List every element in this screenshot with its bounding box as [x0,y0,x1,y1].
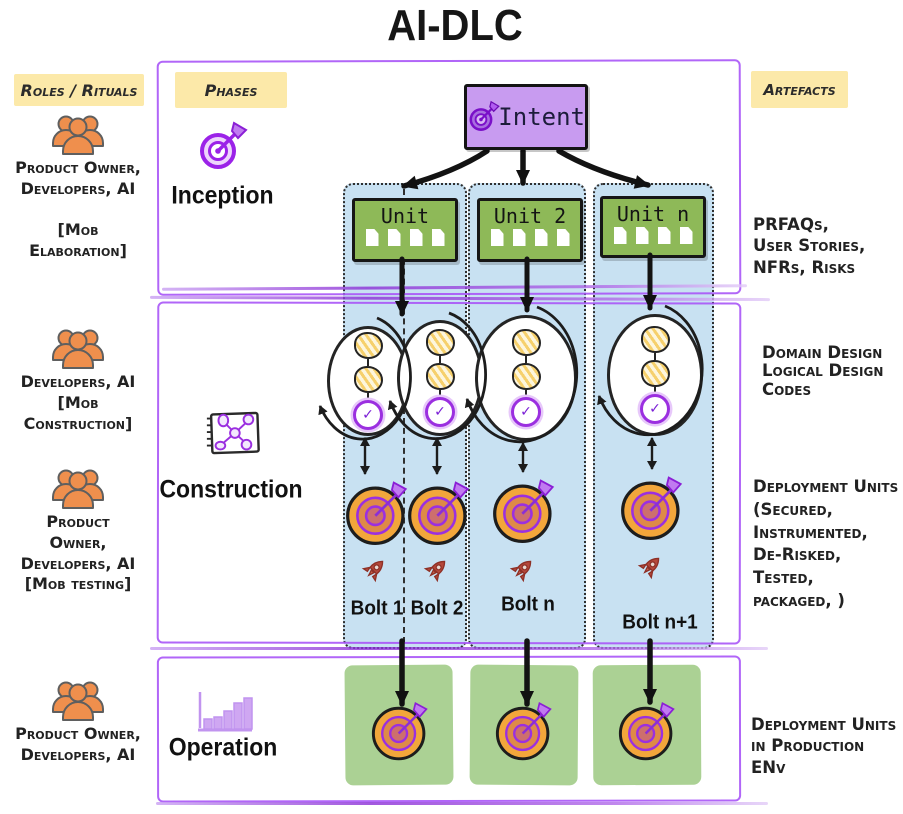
artefacts-header: Artefacts [751,71,848,108]
document-icon [613,227,627,244]
document-icon [409,229,423,246]
story-item-icon [640,360,670,387]
deployment-target-icon [493,479,555,544]
chain-link [366,393,370,400]
story-item-icon [353,366,383,393]
artefact-inception: PRFAQs, User Stories, NFRs, Risks [753,215,866,277]
role-text: Product Owner, Developers, AI [15,724,141,764]
document-icon [534,229,548,246]
check-circle-icon: ✓ [353,400,383,430]
bar-chart-icon [198,692,253,732]
chain-link [366,359,370,366]
unit-docs [490,229,570,246]
unit-box-n: Unit n [600,196,706,258]
bolt-label-n: Bolt n [501,593,555,616]
deployment-target-icon [371,701,428,761]
story-item-icon [511,363,541,390]
chain-link [524,356,528,363]
people-group-icon [52,115,104,155]
check-circle-icon: ✓ [511,397,541,427]
rocket-icon [637,557,660,580]
rocket-icon [423,560,446,583]
story-chain-oval: ✓ [475,315,577,441]
page-title: AI-DLC [387,2,523,50]
unit-docs [365,229,445,246]
story-item-icon [353,332,383,359]
people-group-icon [52,469,104,509]
rocket-icon [509,560,532,583]
rocket-icon [361,560,384,583]
intent-to-unit-arrows [401,148,651,190]
document-icon [556,229,570,246]
check-circle-icon: ✓ [640,394,670,424]
role-text: Product Owner, Developers, AI [Mob testi… [20,512,136,594]
bolt-label-2: Bolt 2 [410,597,464,620]
check-circle-icon: ✓ [425,397,455,427]
role-text: Developers, AI [Mob Construction] [20,372,136,433]
unit-box-1: Unit [352,198,458,262]
deployment-target-icon [495,701,552,761]
role-group-operation: Product Owner, Developers, AI [6,678,150,766]
chain-link [438,356,442,363]
target-dart-icon [469,100,500,131]
bolt-label-n1: Bolt n+1 [622,611,698,634]
story-item-icon [425,329,455,356]
story-item-icon [425,363,455,390]
document-icon [635,227,649,244]
role-group-inception: Product Owner, Developers, AI [Mob Elabo… [6,112,150,262]
story-item-icon [640,326,670,353]
document-icon [431,229,445,246]
chain-link [438,390,442,397]
bolt-label-1: Bolt 1 [350,597,404,620]
intent-label: Intent [498,103,585,131]
deployment-target-icon [621,476,683,541]
document-icon [490,229,504,246]
unit-label: Unit 2 [493,204,567,228]
phase-label-construction: Construction [159,475,303,503]
target-dart-icon [200,121,248,169]
story-chain-oval: ✓ [607,314,703,436]
phase-label-operation: Operation [168,733,278,761]
people-group-icon [52,681,104,721]
artefact-design: Domain Design Logical Design Codes [762,343,884,399]
deployment-target-icon [618,701,675,761]
document-icon [512,229,526,246]
role-text: Product Owner, Developers, AI [Mob Elabo… [15,158,141,261]
role-group-testing: Product Owner, Developers, AI [Mob testi… [6,466,150,595]
story-item-icon [511,329,541,356]
unit-label: Unit [380,204,430,228]
deployment-target-icon [346,481,408,546]
document-icon [387,229,401,246]
unit-docs [613,227,693,244]
document-icon [679,227,693,244]
chain-link [524,390,528,397]
unit-label: Unit n [616,202,690,226]
chain-link [653,353,657,360]
phase-separator-line [150,647,768,650]
artefact-deployment-units: Deployment Units (Secured, Instrumented,… [753,477,899,610]
artefact-production: Deployment Units in Production ENv [751,715,897,777]
document-icon [657,227,671,244]
chain-link [653,387,657,394]
unit-box-2: Unit 2 [477,198,583,262]
phases-header: Phases [175,72,287,108]
whiteboard-model-icon [206,411,260,455]
role-group-construction: Developers, AI [Mob Construction] [6,326,150,434]
intent-box: Intent [464,84,588,150]
people-group-icon [52,329,104,369]
document-icon [365,229,379,246]
deployment-target-icon [408,481,470,546]
roles-rituals-header: Roles / Rituals [14,74,144,106]
phase-label-inception: Inception [171,181,274,209]
phase-separator-line [156,802,768,805]
story-chain-oval: ✓ [397,320,483,436]
